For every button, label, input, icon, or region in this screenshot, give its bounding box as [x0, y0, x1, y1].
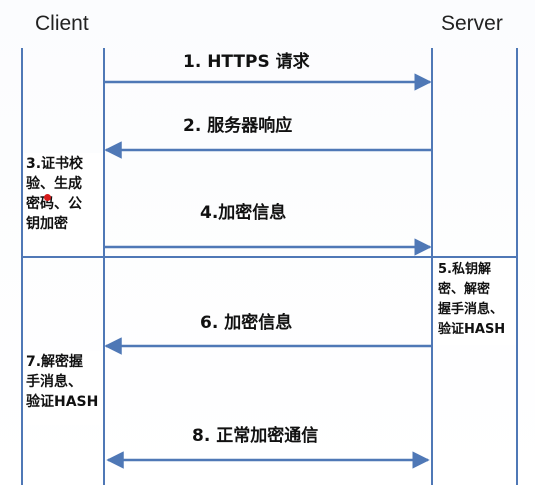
server-header: Server	[441, 12, 503, 35]
client-note-step-3: 3.证书校 验、生成 密码、公 钥加密	[24, 153, 103, 250]
client-header: Client	[35, 12, 89, 35]
note-line: 验、生成	[26, 176, 82, 192]
note-line: 握手消息、	[438, 302, 504, 317]
client-note-step-7: 7.解密握 手消息、 验证HASH	[24, 351, 103, 425]
step-6-label: 6. 加密信息	[200, 313, 293, 333]
note-line: 验证HASH	[26, 394, 99, 410]
note-line: 验证HASH	[438, 322, 506, 337]
note-line: 密码、公	[26, 196, 82, 212]
server-note-step-5: 5.私钥解 密、解密 握手消息、 验证HASH	[436, 259, 516, 345]
note-line: 手消息、	[26, 374, 82, 390]
mouse-cursor-marker	[44, 194, 51, 201]
step-8-label: 8. 正常加密通信	[192, 426, 319, 446]
note-line: 5.私钥解	[438, 262, 491, 277]
note-line: 3.证书校	[26, 156, 84, 172]
note-line: 密、解密	[438, 282, 491, 297]
step-1-label: 1. HTTPS 请求	[183, 52, 310, 72]
note-line: 7.解密握	[26, 354, 84, 370]
step-2-label: 2. 服务器响应	[183, 116, 293, 136]
note-line: 钥加密	[26, 216, 68, 232]
step-4-label: 4.加密信息	[200, 203, 287, 223]
